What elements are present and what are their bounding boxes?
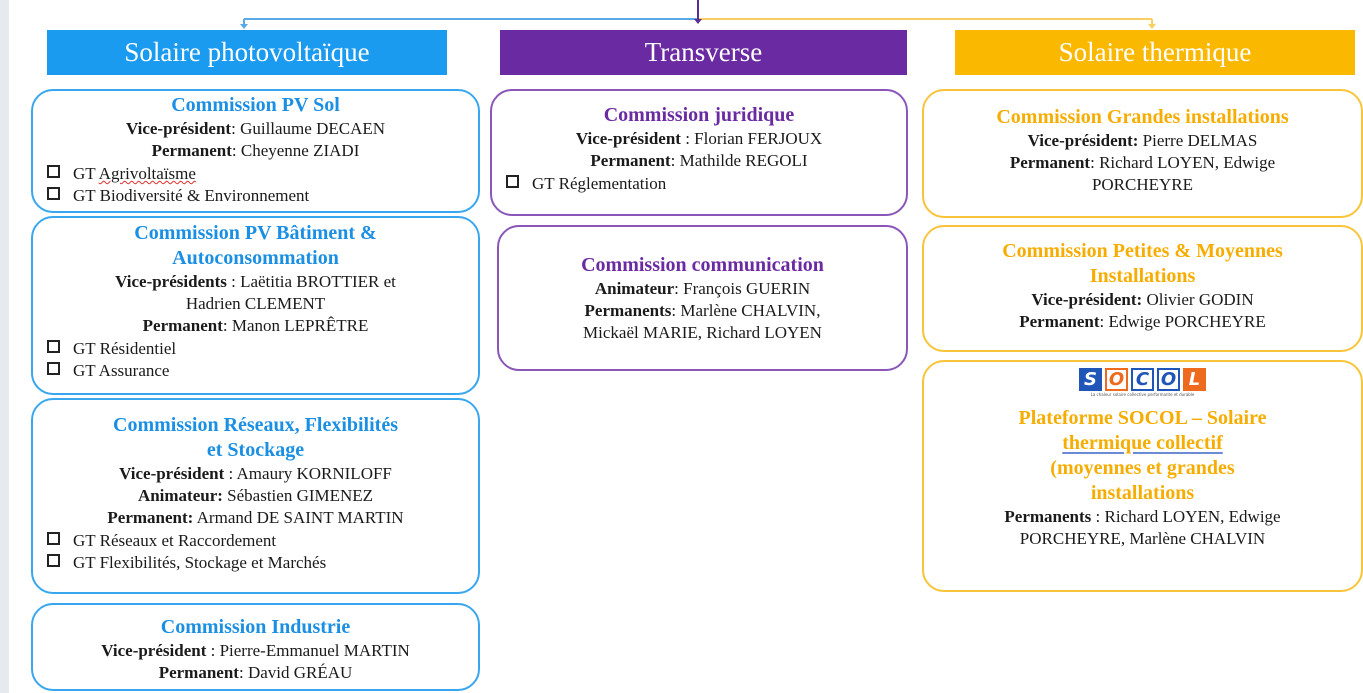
gt-item-residentiel: GT Résidentiel: [47, 338, 478, 360]
card-title: Commission communication: [581, 254, 824, 276]
card-commission-industrie: Commission Industrie Vice-président : Pi…: [31, 603, 480, 691]
card-commission-pv-batiment: Commission PV Bâtiment & Autoconsommatio…: [31, 216, 480, 395]
card-commission-grandes-installations: Commission Grandes installations Vice-pr…: [922, 89, 1363, 218]
animateur-line: Animateur: Sébastien GIMENEZ: [137, 486, 374, 505]
permanent-line: Permanent: Manon LEPRÊTRE: [142, 316, 369, 335]
card-plateforme-socol: S O C O L La chaleur solaire collective …: [922, 360, 1363, 592]
left-edge-bar: [0, 0, 9, 693]
card-commission-reseaux: Commission Réseaux, Flexibilités et Stoc…: [31, 398, 480, 594]
permanent-line: Permanent: Mathilde REGOLI: [590, 151, 808, 170]
checkbox-icon: [47, 340, 60, 353]
gt-item-flexibilites: GT Flexibilités, Stockage et Marchés: [47, 552, 478, 574]
gt-list: GT Réseaux et Raccordement GT Flexibilit…: [33, 530, 478, 574]
socol-logo-letter: O: [1157, 368, 1180, 391]
checkbox-icon: [47, 187, 60, 200]
card-commission-communication: Commission communication Animateur: Fran…: [497, 225, 908, 371]
card-title-line-1: Plateforme SOCOL – Solaire: [1018, 407, 1267, 429]
permanent-line: Permanent: Cheyenne ZIADI: [151, 141, 360, 160]
gt-list: GT Résidentiel GT Assurance: [33, 338, 478, 382]
socol-logo-letter: L: [1183, 368, 1206, 391]
gt-list: GT Agrivoltaïsme GT Biodiversité & Envir…: [33, 163, 478, 207]
gt-list: GT Réglementation: [492, 173, 906, 195]
socol-logo-letter: O: [1105, 368, 1128, 391]
vice-president-line: Vice-président: Olivier GODIN: [1031, 290, 1254, 309]
vice-presidents-line: Vice-présidents : Laëtitia BROTTIER et: [115, 272, 396, 291]
vice-president-line: Vice-président : Amaury KORNILOFF: [119, 464, 392, 483]
header-solaire-thermique: Solaire thermique: [955, 30, 1355, 75]
card-commission-pv-sol: Commission PV Sol Vice-président: Guilla…: [31, 89, 480, 213]
animateur-line: Animateur: François GUERIN: [594, 279, 811, 298]
header-solaire-photovoltaique: Solaire photovoltaïque: [47, 30, 447, 75]
card-title-line-1: Commission Petites & Moyennes: [1002, 240, 1283, 262]
permanent-line: Permanent: Richard LOYEN, Edwige: [1009, 153, 1276, 172]
card-title-line-3: (moyennes et grandes: [1050, 457, 1235, 479]
card-title-line-2: thermique collectif: [1062, 432, 1223, 454]
card-commission-juridique: Commission juridique Vice-président : Fl…: [490, 89, 908, 216]
card-title-line-2: Installations: [1089, 265, 1196, 287]
permanents-line: Permanents: Marlène CHALVIN,: [584, 301, 821, 320]
permanent-line: Permanent: Edwige PORCHEYRE: [1019, 312, 1266, 331]
card-title-line-1: Commission PV Bâtiment &: [134, 222, 377, 244]
arrowhead-left: [240, 24, 248, 29]
gt-item-assurance: GT Assurance: [47, 360, 478, 382]
arrowhead-right: [1148, 24, 1156, 29]
permanents-line-2: PORCHEYRE, Marlène CHALVIN: [1019, 529, 1266, 548]
card-title-line-4: installations: [1090, 482, 1195, 504]
permanent-line: Permanent: Armand DE SAINT MARTIN: [107, 508, 404, 527]
socol-tagline: La chaleur solaire collective performant…: [1090, 392, 1195, 397]
card-title: Commission Industrie: [160, 616, 351, 638]
permanents-line: Permanents : Richard LOYEN, Edwige: [1004, 507, 1281, 526]
gt-item-biodiversite: GT Biodiversité & Environnement: [47, 185, 478, 207]
checkbox-icon: [47, 362, 60, 375]
gt-item-reglementation: GT Réglementation: [506, 173, 906, 195]
socol-logo-letter: C: [1131, 368, 1154, 391]
vice-president-line: Vice-président: Guillaume DECAEN: [125, 119, 386, 138]
checkbox-icon: [47, 165, 60, 178]
vice-presidents-line-2: Hadrien CLEMENT: [185, 294, 326, 313]
checkbox-icon: [47, 532, 60, 545]
card-title: Commission PV Sol: [171, 94, 340, 116]
vice-president-line: Vice-président : Florian FERJOUX: [575, 129, 823, 148]
card-title-line-1: Commission Réseaux, Flexibilités: [113, 414, 398, 436]
card-title-line-2: Autoconsommation: [172, 247, 339, 269]
arrowhead-center: [694, 19, 702, 24]
vice-president-line: Vice-président : Pierre-Emmanuel MARTIN: [101, 641, 410, 660]
checkbox-icon: [506, 175, 519, 188]
permanents-line-2: Mickaël MARIE, Richard LOYEN: [583, 323, 822, 342]
card-title: Commission Grandes installations: [996, 106, 1289, 128]
socol-logo-letter: S: [1079, 368, 1102, 391]
header-transverse: Transverse: [500, 30, 907, 75]
gt-item-reseaux: GT Réseaux et Raccordement: [47, 530, 478, 552]
permanent-line: Permanent: David GRÉAU: [158, 663, 353, 682]
card-title-line-2: et Stockage: [206, 439, 305, 461]
permanent-line-2: PORCHEYRE: [1091, 175, 1194, 194]
socol-logo: S O C O L: [924, 368, 1361, 391]
card-title: Commission juridique: [603, 104, 795, 126]
card-commission-petites-moyennes: Commission Petites & Moyennes Installati…: [922, 225, 1363, 352]
vice-president-line: Vice-président: Pierre DELMAS: [1027, 131, 1258, 150]
checkbox-icon: [47, 554, 60, 567]
gt-item-agrivoltaisme: GT Agrivoltaïsme: [47, 163, 478, 185]
